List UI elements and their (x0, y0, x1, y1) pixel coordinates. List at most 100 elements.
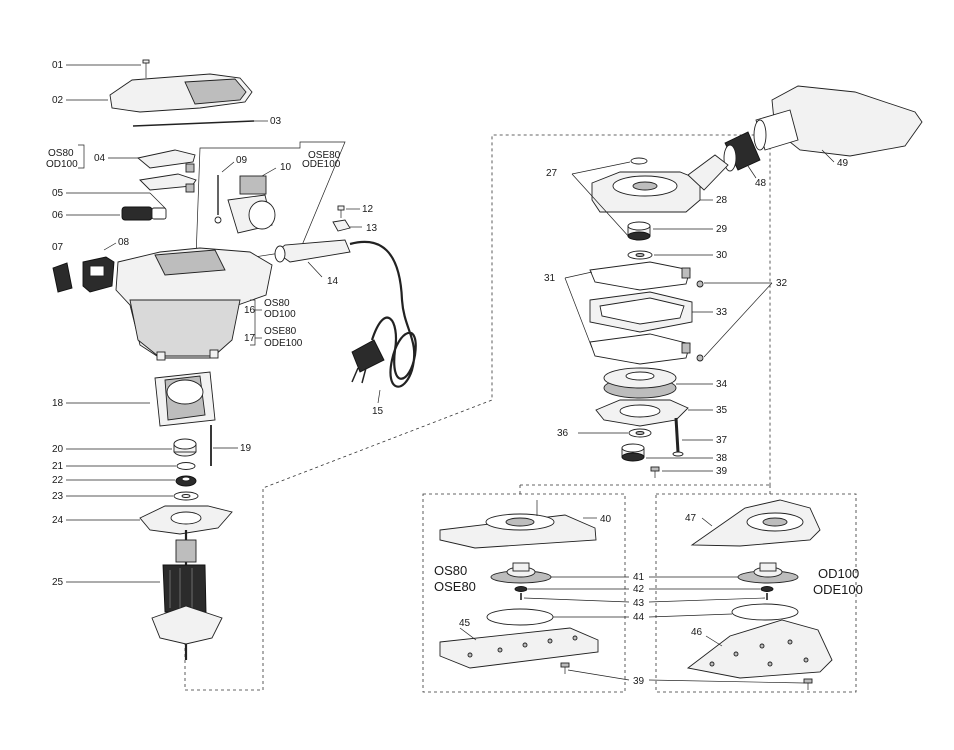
tag-housing16-os80: OS80 (264, 298, 290, 309)
callout-30: 30 (716, 250, 728, 261)
callout-01: 01 (52, 60, 64, 71)
callout-03: 03 (270, 116, 282, 127)
callout-38: 38 (716, 453, 728, 464)
part-18-stator: 18 (52, 371, 216, 427)
part-05-brush-holder: 05 (52, 188, 166, 209)
tag-switch-ose80: OSE80 (308, 150, 341, 161)
callout-39-top: 39 (716, 466, 728, 477)
tag-pad-ose80: OSE80 (434, 579, 476, 594)
part-02-top-cover: 02 (52, 73, 253, 113)
part-15-power-cord: 15 (349, 240, 417, 417)
part-42-washer-delta (760, 586, 774, 592)
part-34-fan: 34 (603, 367, 728, 399)
part-39-screw-rect (560, 662, 570, 674)
callout-42: 42 (633, 584, 645, 595)
part-39-screw-delta (803, 678, 813, 690)
callout-13: 13 (366, 223, 378, 234)
tag-brush-od100: OD100 (46, 159, 78, 170)
dashed-guide-lines (184, 134, 857, 693)
tag-housing16-od100: OD100 (264, 309, 296, 320)
callout-24: 24 (52, 515, 64, 526)
tag-housing17-ose80: OSE80 (264, 326, 297, 337)
callout-48: 48 (755, 178, 767, 189)
part-28-base-housing: 28 (591, 154, 729, 213)
tag-pad-ode100: ODE100 (813, 582, 863, 597)
tag-brush-os80: OS80 (48, 148, 74, 159)
part-21-washer: 21 (52, 461, 196, 472)
callout-10: 10 (280, 162, 292, 173)
callout-34: 34 (716, 379, 728, 390)
callout-04: 04 (94, 153, 106, 164)
part-32-screws: 32 (696, 278, 788, 362)
callout-44: 44 (633, 612, 645, 623)
rect-pad-box (422, 493, 626, 693)
part-23-washer: 23 (52, 491, 199, 502)
delta-pad-box (655, 493, 857, 693)
part-41-eccentric-delta (737, 562, 799, 584)
part-36-washer: 36 (557, 428, 652, 439)
tag-switch-ode100: ODE100 (302, 159, 341, 170)
callout-06: 06 (52, 210, 64, 221)
part-13-cord-clamp: 13 (332, 219, 378, 234)
callout-31: 31 (544, 273, 556, 284)
callout-08: 08 (118, 237, 130, 248)
part-47-pad-carrier-delta: 47 (685, 499, 821, 547)
callout-32: 32 (776, 278, 788, 289)
callout-36: 36 (557, 428, 569, 439)
part-37-pin: 37 (672, 417, 728, 457)
part-06-capacitor: 06 (52, 206, 167, 221)
callout-18: 18 (52, 398, 64, 409)
callout-16: 16 (244, 305, 256, 316)
part-27-fastener: 27 (546, 161, 631, 239)
part-31-band: 31 (544, 261, 691, 365)
tag-pad-od100: OD100 (818, 566, 859, 581)
callout-33: 33 (716, 307, 728, 318)
part-01-screw: 01 (52, 59, 150, 78)
part-29-bearing: 29 (627, 221, 728, 241)
part-03-rod: 03 (132, 116, 282, 127)
part-08-switch: 08 (82, 237, 130, 293)
callout-12: 12 (362, 204, 374, 215)
callout-14: 14 (327, 276, 339, 287)
callout-35: 35 (716, 405, 728, 416)
callout-15: 15 (372, 406, 384, 417)
callout-09: 09 (236, 155, 248, 166)
callout-19: 19 (240, 443, 252, 454)
part-41-eccentric-rect (490, 562, 552, 584)
shared-leaders: 41 42 43 44 39 (523, 572, 805, 687)
part-45-pad-rect: 45 (439, 618, 599, 669)
part-49-dust-bag: 49 (753, 85, 923, 169)
part-16-17-housing: 16 OS80 OD100 17 OSE80 ODE100 (115, 247, 303, 361)
callout-17: 17 (244, 333, 256, 344)
tag-pad-os80: OS80 (434, 563, 467, 578)
callout-23: 23 (52, 491, 64, 502)
callout-05: 05 (52, 188, 64, 199)
part-22-bearing: 22 (52, 475, 197, 487)
callout-47: 47 (685, 513, 697, 524)
part-14-cord-guard: 14 (274, 239, 351, 287)
part-30-washer: 30 (627, 250, 728, 261)
callout-07: 07 (52, 242, 64, 253)
part-46-pad-delta: 46 (686, 619, 833, 679)
callout-43: 43 (633, 598, 645, 609)
part-33-skirt: 33 (589, 291, 728, 333)
part-44-ring-delta (731, 603, 799, 621)
part-35-plate: 35 (595, 399, 728, 427)
callout-45: 45 (459, 618, 471, 629)
part-19-screw: 19 (210, 425, 252, 466)
part-44-ring-rect (486, 608, 554, 626)
speed-control-inset: OSE80 ODE100 09 10 (195, 141, 346, 259)
callout-20: 20 (52, 444, 64, 455)
part-40-pad-carrier-rect: 40 (439, 500, 612, 549)
callout-37: 37 (716, 435, 728, 446)
part-24-plate: 24 (52, 505, 233, 535)
part-04-brushes: OS80 OD100 04 (46, 144, 197, 193)
callout-29: 29 (716, 224, 728, 235)
motor-to-base-guide (184, 134, 771, 691)
callout-41: 41 (633, 572, 645, 583)
callout-39-bottom: 39 (633, 676, 645, 687)
tag-housing17-ode100: ODE100 (264, 338, 303, 349)
part-39-screw-top: 39 (650, 466, 728, 478)
